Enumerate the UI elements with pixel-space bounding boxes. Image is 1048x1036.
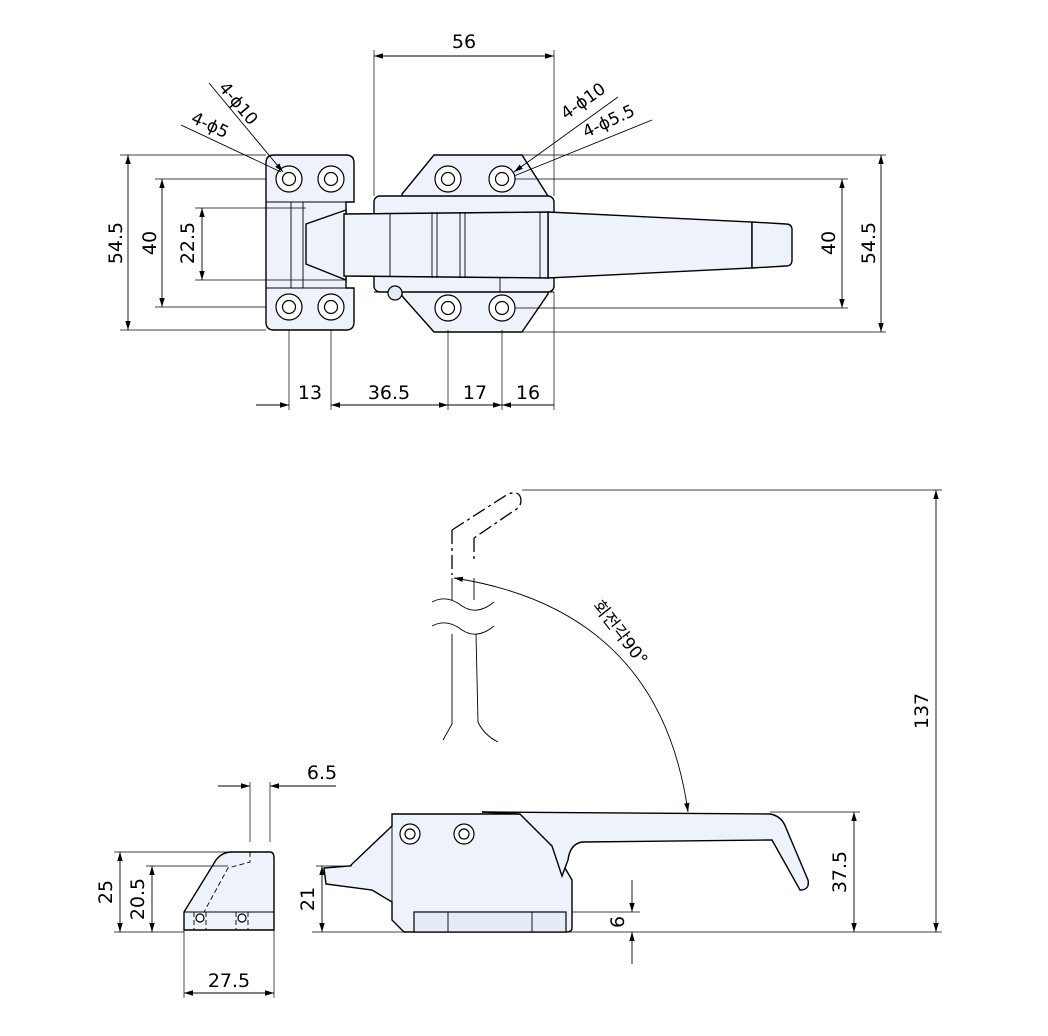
dim-13: 13	[298, 382, 322, 404]
latch-body-top	[343, 154, 793, 333]
dim-36-5: 36.5	[368, 382, 410, 404]
dim-54-5-right: 54.5	[858, 222, 880, 264]
top-view: 56 54.5 40 22.5 40 54.5 13 36.5 17 16 4-…	[105, 31, 886, 410]
dim-54-5-left: 54.5	[105, 222, 127, 264]
callout-left-inner: 4-ϕ5	[188, 108, 232, 143]
handle-rotated-phantom	[431, 492, 690, 813]
top-dimensions	[120, 50, 886, 410]
rotation-angle-label: 회전각90°	[588, 597, 651, 670]
dim-20-5: 20.5	[127, 878, 149, 920]
dim-40-right: 40	[818, 231, 840, 255]
dim-22-5: 22.5	[177, 222, 199, 264]
latch-body-side	[323, 811, 810, 933]
dim-27-5: 27.5	[208, 970, 250, 992]
side-view: 137 37.5 21 6 6.5 25 20.5 27.5 회전각90°	[95, 489, 942, 998]
dim-25: 25	[95, 880, 117, 904]
dim-37-5: 37.5	[829, 851, 851, 893]
dim-56: 56	[452, 31, 476, 53]
dim-16: 16	[516, 382, 540, 404]
dim-6: 6	[607, 916, 629, 928]
catch-plate-top	[265, 154, 355, 331]
catch-side	[183, 851, 275, 931]
dim-21: 21	[297, 887, 319, 911]
dim-17: 17	[463, 382, 487, 404]
dim-137: 137	[911, 693, 933, 729]
dim-6-5: 6.5	[307, 762, 337, 784]
side-dimensions	[114, 489, 942, 998]
dim-40-left: 40	[139, 231, 161, 255]
